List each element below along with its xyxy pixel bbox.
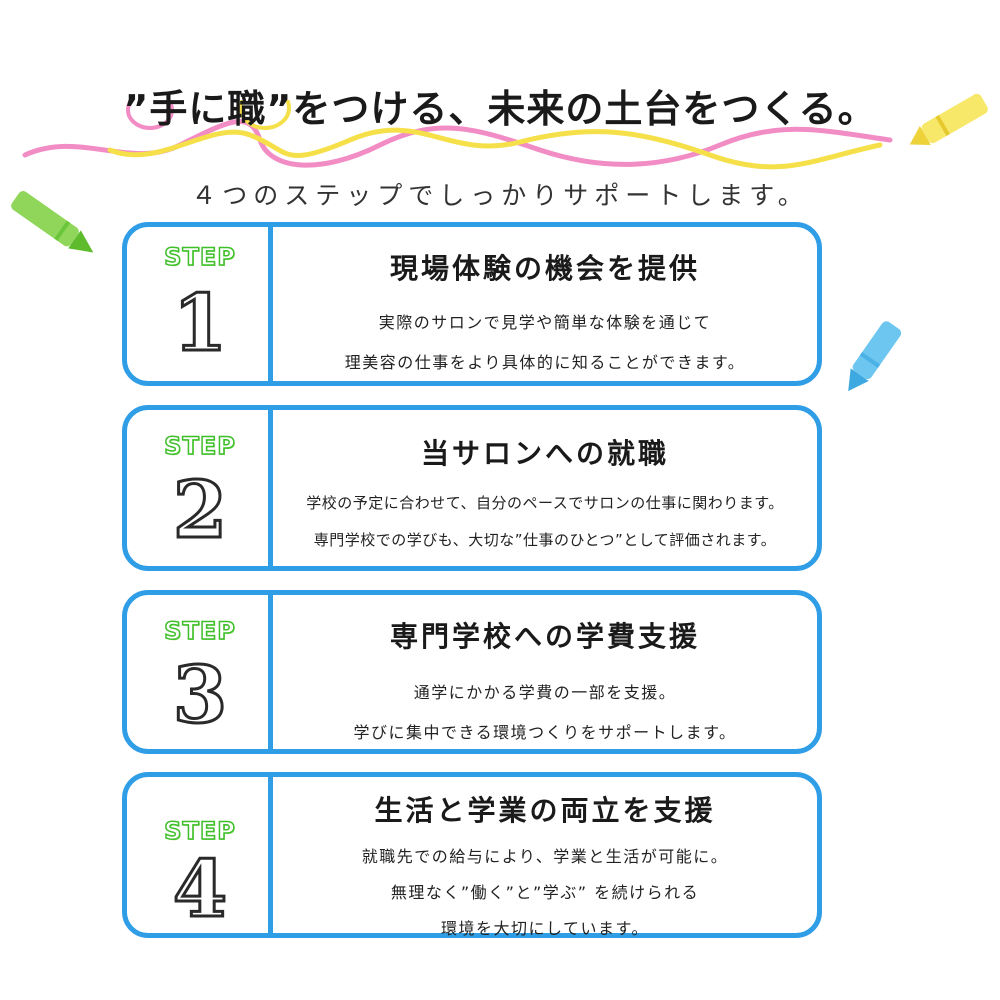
subtitle: ４つのステップでしっかりサポートします。 <box>191 181 809 210</box>
step-number: 1 <box>171 278 228 369</box>
step-description-line: 通学にかかる学費の一部を支援。 <box>413 683 677 702</box>
step-heading: 専門学校への学費支援 <box>389 620 700 653</box>
yellow-crayon-icon <box>909 93 988 146</box>
step-description-line: 実際のサロンで見学や簡単な体験を通じて <box>378 313 712 332</box>
step-description-line: 学校の予定に合わせて、自分のペースでサロンの仕事に関わります。 <box>306 494 784 512</box>
green-crayon-icon <box>11 190 94 253</box>
step-number: 3 <box>171 650 228 741</box>
step-badge: STEP 4 <box>127 777 273 933</box>
step-number: 2 <box>171 465 228 556</box>
step-label: STEP <box>163 242 236 272</box>
step-badge: STEP 1 <box>127 227 273 381</box>
step-label: STEP <box>163 816 236 846</box>
step-label: STEP <box>163 431 236 461</box>
step-description-line: 環境を大切にしています。 <box>441 919 649 938</box>
step-number: 4 <box>171 844 228 935</box>
step-description-line: 専門学校での学びも、大切な”仕事のひとつ”として評価されます。 <box>313 531 777 549</box>
step-card-4: STEP 4 生活と学業の両立を支援 就職先での給与により、学業と生活が可能に。… <box>122 772 822 938</box>
decorative-squiggle <box>22 100 893 170</box>
step-label: STEP <box>163 616 236 646</box>
step-content: 現場体験の機会を提供 実際のサロンで見学や簡単な体験を通じて 理美容の仕事をより… <box>273 227 817 381</box>
step-description-line: 学びに集中できる環境つくりをサポートします。 <box>353 723 737 742</box>
step-description-line: 就職先での給与により、学業と生活が可能に。 <box>361 847 729 866</box>
step-badge: STEP 2 <box>127 410 273 566</box>
step-heading: 生活と学業の両立を支援 <box>374 794 716 827</box>
step-description-line: 理美容の仕事をより具体的に知ることができます。 <box>344 353 746 372</box>
step-card-1: STEP 1 現場体験の機会を提供 実際のサロンで見学や簡単な体験を通じて 理美… <box>122 222 822 386</box>
step-content: 生活と学業の両立を支援 就職先での給与により、学業と生活が可能に。 無理なく”働… <box>273 777 817 938</box>
step-heading: 当サロンへの就職 <box>420 437 669 470</box>
step-card-3: STEP 3 専門学校への学費支援 通学にかかる学費の一部を支援。 学びに集中で… <box>122 590 822 754</box>
step-card-2: STEP 2 当サロンへの就職 学校の予定に合わせて、自分のペースでサロンの仕事… <box>122 405 822 571</box>
step-description-line: 無理なく”働く”と”学ぶ” を続けられる <box>390 883 700 902</box>
blue-crayon-icon <box>848 321 902 392</box>
step-content: 専門学校への学費支援 通学にかかる学費の一部を支援。 学びに集中できる環境つくり… <box>273 595 817 749</box>
page-title: ”手に職”をつける、未来の土台をつくる。 <box>123 87 877 131</box>
step-heading: 現場体験の機会を提供 <box>389 252 700 285</box>
step-badge: STEP 3 <box>127 595 273 749</box>
step-content: 当サロンへの就職 学校の予定に合わせて、自分のペースでサロンの仕事に関わります。… <box>273 410 817 566</box>
